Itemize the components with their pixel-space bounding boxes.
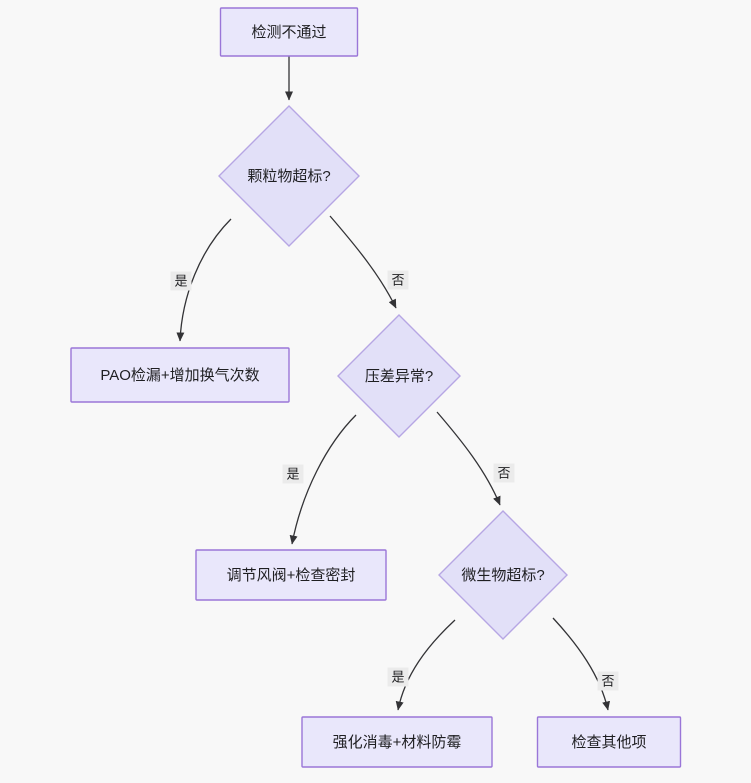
node-shape-rect [195,549,387,601]
edge-label-text: 否 [601,673,614,688]
edge-label-dec3-to-act3: 是 [387,667,409,687]
node-label-act3: 强化消毒+材料防霉 [333,734,462,751]
edge-label-background [170,271,192,291]
node-shape-rect [301,716,493,768]
node-label-act2: 调节风阀+检查密封 [227,567,356,584]
edge-label-text: 否 [497,465,510,480]
edge-label-dec2-to-dec3: 否 [493,463,515,483]
edge-dec2-to-act2 [289,414,357,545]
node-start[interactable]: 检测不通过 [219,7,359,57]
edge-label-text: 否 [391,272,404,287]
node-dec2[interactable]: 压差异常? [337,314,461,438]
edge-label-text: 是 [174,273,187,288]
edges-layer [176,56,611,711]
edge-dec1-to-act1 [176,218,232,342]
node-act3[interactable]: 强化消毒+材料防霉 [301,716,493,768]
edge-label-background [387,270,409,290]
edge-dec2-to-dec3 [436,411,501,506]
node-shape-rect [70,347,290,403]
edge-dec3-to-act4 [552,617,611,711]
edge-label-dec1-to-dec2: 否 [387,270,409,290]
edge-label-background [282,464,304,484]
node-dec3[interactable]: 微生物超标? [438,510,568,640]
node-shape-rect [536,716,682,768]
node-dec1[interactable]: 颗粒物超标? [218,105,360,247]
node-label-dec2: 压差异常? [365,368,433,385]
node-shape-diamond [337,314,461,438]
node-act2[interactable]: 调节风阀+检查密封 [195,549,387,601]
node-shape-diamond [438,510,568,640]
edge-label-background [597,671,619,691]
node-shape-rect [219,7,359,57]
node-act4[interactable]: 检查其他项 [536,716,682,768]
edge-dec3-to-act3 [395,619,456,711]
edge-label-background [493,463,515,483]
edge-label-text: 是 [391,669,404,684]
node-shape-diamond [218,105,360,247]
edge-labels-layer: 是否是否是否 [170,270,619,691]
edge-label-dec2-to-act2: 是 [282,464,304,484]
node-label-start: 检测不通过 [251,24,326,41]
node-label-act1: PAO检漏+增加换气次数 [100,367,259,384]
node-label-dec3: 微生物超标? [461,567,544,584]
edge-label-text: 是 [286,466,299,481]
edge-label-dec3-to-act4: 否 [597,671,619,691]
node-label-act4: 检查其他项 [571,734,646,751]
edge-dec1-to-dec2 [329,215,397,309]
node-act1[interactable]: PAO检漏+增加换气次数 [70,347,290,403]
node-label-dec1: 颗粒物超标? [247,168,330,185]
edge-label-background [387,667,409,687]
edge-label-dec1-to-act1: 是 [170,271,192,291]
